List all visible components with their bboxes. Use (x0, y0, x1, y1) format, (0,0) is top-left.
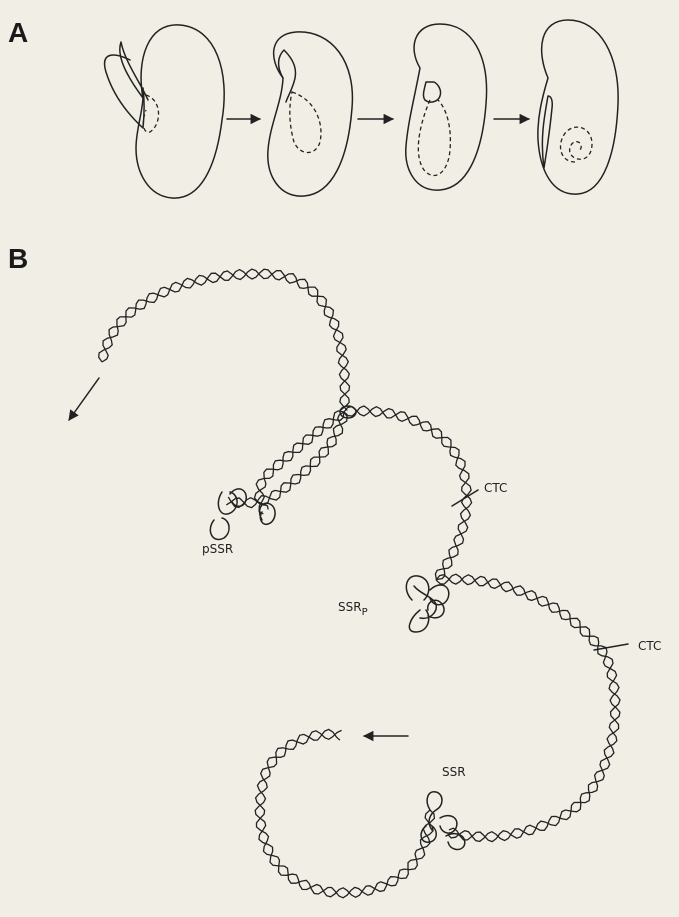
label-ssrp: SSRP (338, 600, 368, 618)
fiber-middle-arc-strand-2 (344, 407, 471, 580)
label-ctc-upper: CTC (484, 481, 507, 495)
panel-b-letter: B (8, 243, 28, 274)
sperm-head-stage-4 (538, 20, 618, 194)
label-ssrp-main: SSR (338, 600, 362, 614)
fiber-right-arc-strand-1 (436, 574, 620, 841)
ctc-upper-pointer (452, 490, 478, 506)
sperm-head-stage-2 (268, 32, 353, 196)
fiber-side-loop-strand-2 (255, 412, 345, 510)
label-ctc-lower: CTC (638, 639, 661, 653)
panel-b: B pSSR (8, 243, 661, 898)
panel-a: A (8, 17, 618, 198)
arrow-fiber-end-upper (69, 378, 99, 420)
fiber-middle-arc-strand-1 (344, 406, 472, 580)
sperm-head-stage-1 (105, 25, 225, 198)
ctc-lower-pointer (594, 644, 628, 650)
label-pssr: pSSR (202, 542, 233, 556)
label-ssrp-subscript: P (362, 607, 368, 618)
fiber-right-arc-strand-2 (436, 575, 620, 842)
fiber-bottom-loop-strand-2 (255, 730, 434, 897)
label-ssr: SSR (442, 765, 466, 779)
fiber-descending-strand-strand-2 (226, 412, 347, 508)
fiber-upper-arc-strand-2 (99, 269, 350, 410)
panel-a-letter: A (8, 17, 28, 48)
fiber-upper-arc-strand-1 (102, 269, 350, 410)
fiber-bottom-loop-strand-1 (256, 729, 434, 897)
chromatin-fiber (99, 269, 620, 898)
sperm-head-stage-3 (406, 24, 487, 190)
